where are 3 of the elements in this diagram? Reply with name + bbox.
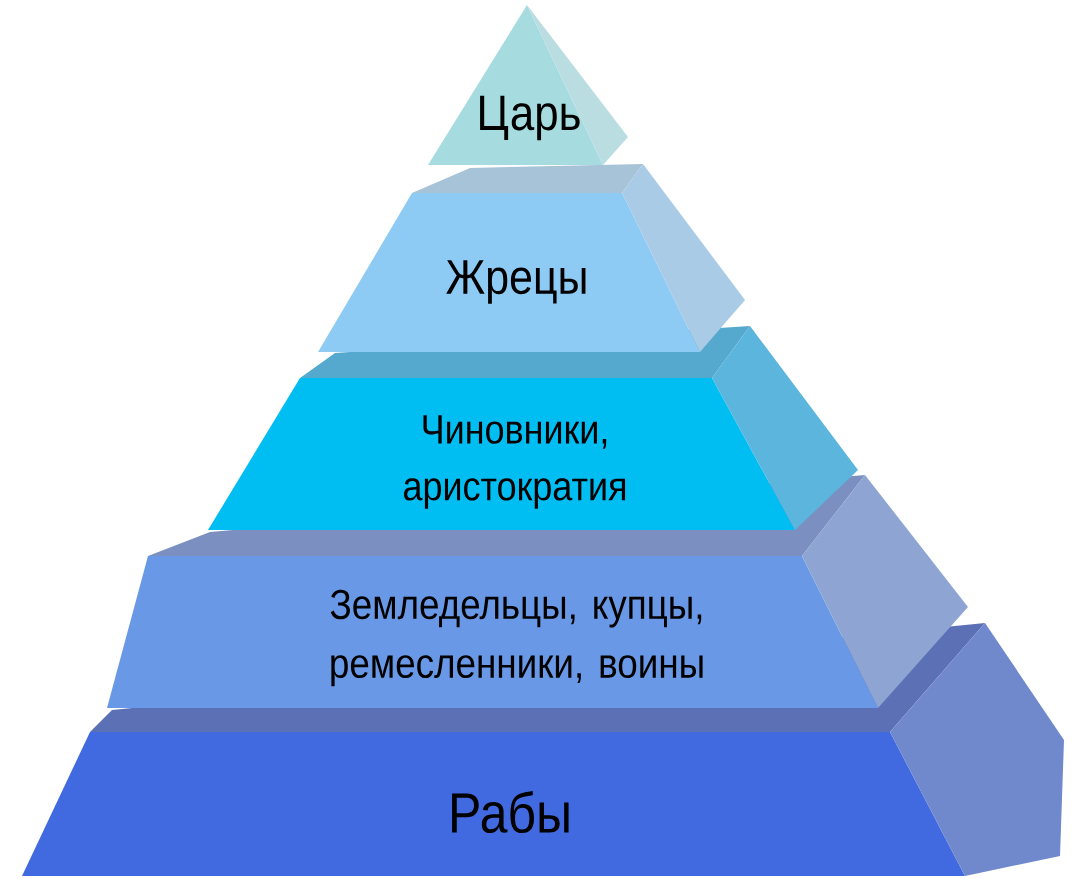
pyramid-tier: Чиновники, аристократия [208,326,858,530]
pyramid-tier: Жрецы [318,164,745,352]
pyramid-tier: Царь [428,5,628,165]
